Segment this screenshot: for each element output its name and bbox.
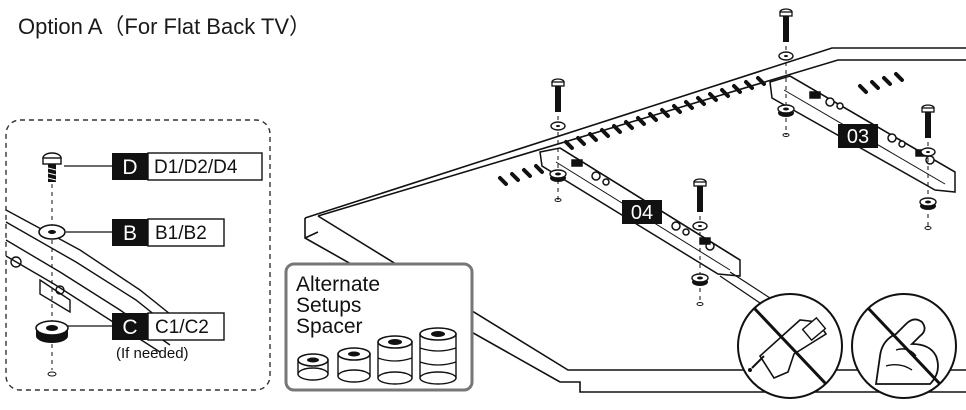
spacer-hole [697,276,703,280]
screw-head-rim [779,11,793,17]
screw-shaft [697,186,703,212]
spacer-hole [555,172,561,176]
spacer-c-icon [35,320,69,343]
screw-shaft [783,16,789,42]
screw-head-rim [693,181,707,187]
spacer-tall-icon [419,327,457,385]
screw-assemblies [549,8,937,306]
part-c-codes: C1/C2 [155,317,209,338]
part-b-letter: B [123,222,137,245]
washer-b-icon [38,224,66,240]
part-label-d: D D1/D2/D4 [112,152,263,181]
option-title: Option A（For Flat Back TV） [18,14,311,39]
bracket-03-number: 03 [847,126,869,148]
if-needed-note: (If needed) [116,345,189,362]
spacer-medium-icon [377,335,413,385]
hardware-detail-callout [5,119,271,391]
spacer-hole [925,200,931,204]
part-b-codes: B1/B2 [155,223,207,244]
part-d-letter: D [122,156,137,179]
bracket-03-label: 03 [838,124,878,148]
washer-hole [698,225,702,227]
tv-mount-hole [782,133,790,137]
bracket-04-number: 04 [631,202,653,224]
no-power-drill-icon [737,293,843,399]
no-overtighten-icon [851,293,957,399]
washer-hole [926,151,930,153]
spacer-thin-icon [297,353,329,381]
screw-d-icon [42,152,62,182]
washer-hole [556,125,560,127]
washer-hole [784,55,788,57]
alternate-line-1: Alternate [296,273,380,296]
spacer-hole [783,107,789,111]
spacer-short-icon [337,347,371,383]
alternate-line-2: Setups [296,294,361,317]
tv-mount-hole [924,226,932,230]
screw-head-rim [551,81,565,87]
part-label-c: C C1/C2 [112,312,225,341]
screw-shaft [555,86,561,112]
tv-mount-hole [554,198,562,202]
part-label-b: B B1/B2 [112,218,225,247]
alternate-line-3: Spacer [296,315,363,338]
screw-head-rim [921,107,935,113]
bracket-04-label: 04 [622,200,662,224]
tv-mount-hole [696,302,704,306]
alternate-spacer-box: Alternate Setups Spacer [284,262,474,392]
part-c-letter: C [122,316,137,339]
screw-shaft [925,112,931,138]
part-d-codes: D1/D2/D4 [154,157,238,178]
